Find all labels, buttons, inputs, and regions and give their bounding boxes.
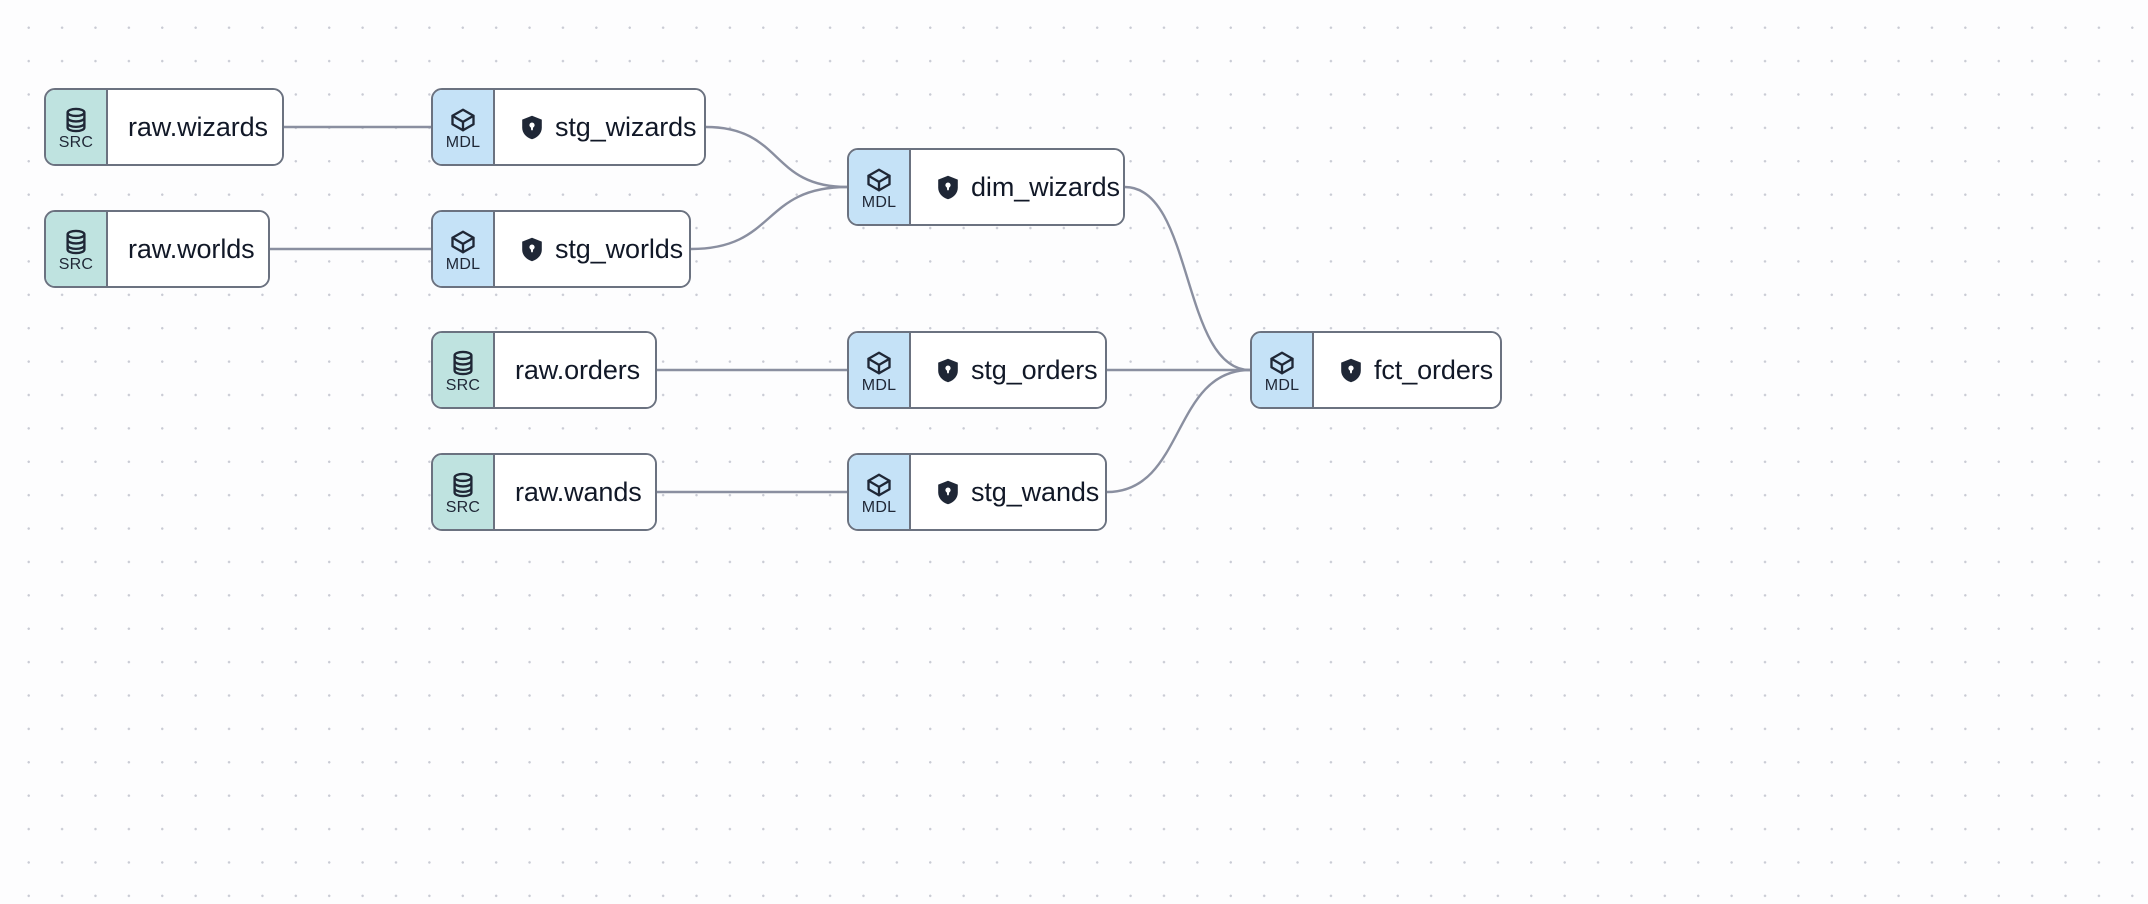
node-label: raw.worlds <box>128 233 255 264</box>
node-body: raw.worlds <box>108 212 268 286</box>
badge-label: SRC <box>58 134 94 151</box>
lock-shield-icon <box>522 237 542 261</box>
node-label: stg_orders <box>971 354 1098 385</box>
node-type-badge: SRC <box>433 333 495 407</box>
database-icon <box>62 228 90 256</box>
database-icon <box>62 106 90 134</box>
lineage-edge-dim_wizards-to-fct_orders <box>1124 185 1251 372</box>
node-label: dim_wizards <box>971 171 1120 202</box>
node-label: stg_wands <box>971 476 1100 507</box>
lineage-node-raw_wands[interactable]: SRC raw.wands <box>431 453 657 531</box>
lineage-node-stg_worlds[interactable]: MDL stg_worlds <box>431 210 691 288</box>
lineage-node-raw_worlds[interactable]: SRC raw.worlds <box>44 210 270 288</box>
lock-shield-icon <box>938 358 958 382</box>
node-type-badge: MDL <box>849 333 911 407</box>
lock-shield-icon <box>938 480 958 504</box>
badge-label: MDL <box>1264 377 1300 394</box>
node-type-badge: MDL <box>849 455 911 529</box>
cube-icon <box>449 228 477 256</box>
lineage-node-raw_orders[interactable]: SRC raw.orders <box>431 331 657 409</box>
cube-icon <box>1268 349 1296 377</box>
badge-label: SRC <box>445 377 481 394</box>
node-type-badge: MDL <box>433 212 495 286</box>
badge-label: MDL <box>445 256 481 273</box>
badge-label: MDL <box>861 194 897 211</box>
node-body: raw.wands <box>495 455 655 529</box>
badge-label: MDL <box>861 377 897 394</box>
node-type-badge: MDL <box>433 90 495 164</box>
node-label: fct_orders <box>1374 354 1494 385</box>
node-type-badge: SRC <box>46 90 108 164</box>
node-body: stg_wands <box>911 455 1105 529</box>
lineage-node-dim_wizards[interactable]: MDL dim_wizards <box>847 148 1125 226</box>
badge-label: SRC <box>445 499 481 516</box>
cube-icon <box>449 106 477 134</box>
node-label: stg_wizards <box>555 111 697 142</box>
node-type-badge: SRC <box>46 212 108 286</box>
node-type-badge: MDL <box>849 150 911 224</box>
lineage-edge-stg_wizards-to-dim_wizards <box>705 125 848 189</box>
lock-shield-icon <box>522 115 542 139</box>
cube-icon <box>865 349 893 377</box>
node-body: raw.orders <box>495 333 655 407</box>
lineage-node-raw_wizards[interactable]: SRC raw.wizards <box>44 88 284 166</box>
node-label: raw.orders <box>515 354 641 385</box>
node-body: stg_worlds <box>495 212 689 286</box>
node-type-badge: SRC <box>433 455 495 529</box>
database-icon <box>449 349 477 377</box>
lineage-edge-stg_worlds-to-dim_wizards <box>690 185 848 251</box>
node-body: stg_orders <box>911 333 1105 407</box>
node-label: raw.wizards <box>128 111 268 142</box>
lock-shield-icon <box>938 175 958 199</box>
node-body: raw.wizards <box>108 90 282 164</box>
cube-icon <box>865 471 893 499</box>
node-body: stg_wizards <box>495 90 704 164</box>
lineage-node-stg_wizards[interactable]: MDL stg_wizards <box>431 88 706 166</box>
badge-label: MDL <box>861 499 897 516</box>
node-label: raw.wands <box>515 476 642 507</box>
cube-icon <box>865 166 893 194</box>
node-body: fct_orders <box>1314 333 1500 407</box>
node-label: stg_worlds <box>555 233 684 264</box>
lock-shield-icon <box>1341 358 1361 382</box>
badge-label: MDL <box>445 134 481 151</box>
lineage-edge-stg_wands-to-fct_orders <box>1106 368 1251 494</box>
database-icon <box>449 471 477 499</box>
lineage-node-stg_orders[interactable]: MDL stg_orders <box>847 331 1107 409</box>
node-body: dim_wizards <box>911 150 1123 224</box>
node-type-badge: MDL <box>1252 333 1314 407</box>
lineage-node-stg_wands[interactable]: MDL stg_wands <box>847 453 1107 531</box>
lineage-node-fct_orders[interactable]: MDL fct_orders <box>1250 331 1502 409</box>
badge-label: SRC <box>58 256 94 273</box>
